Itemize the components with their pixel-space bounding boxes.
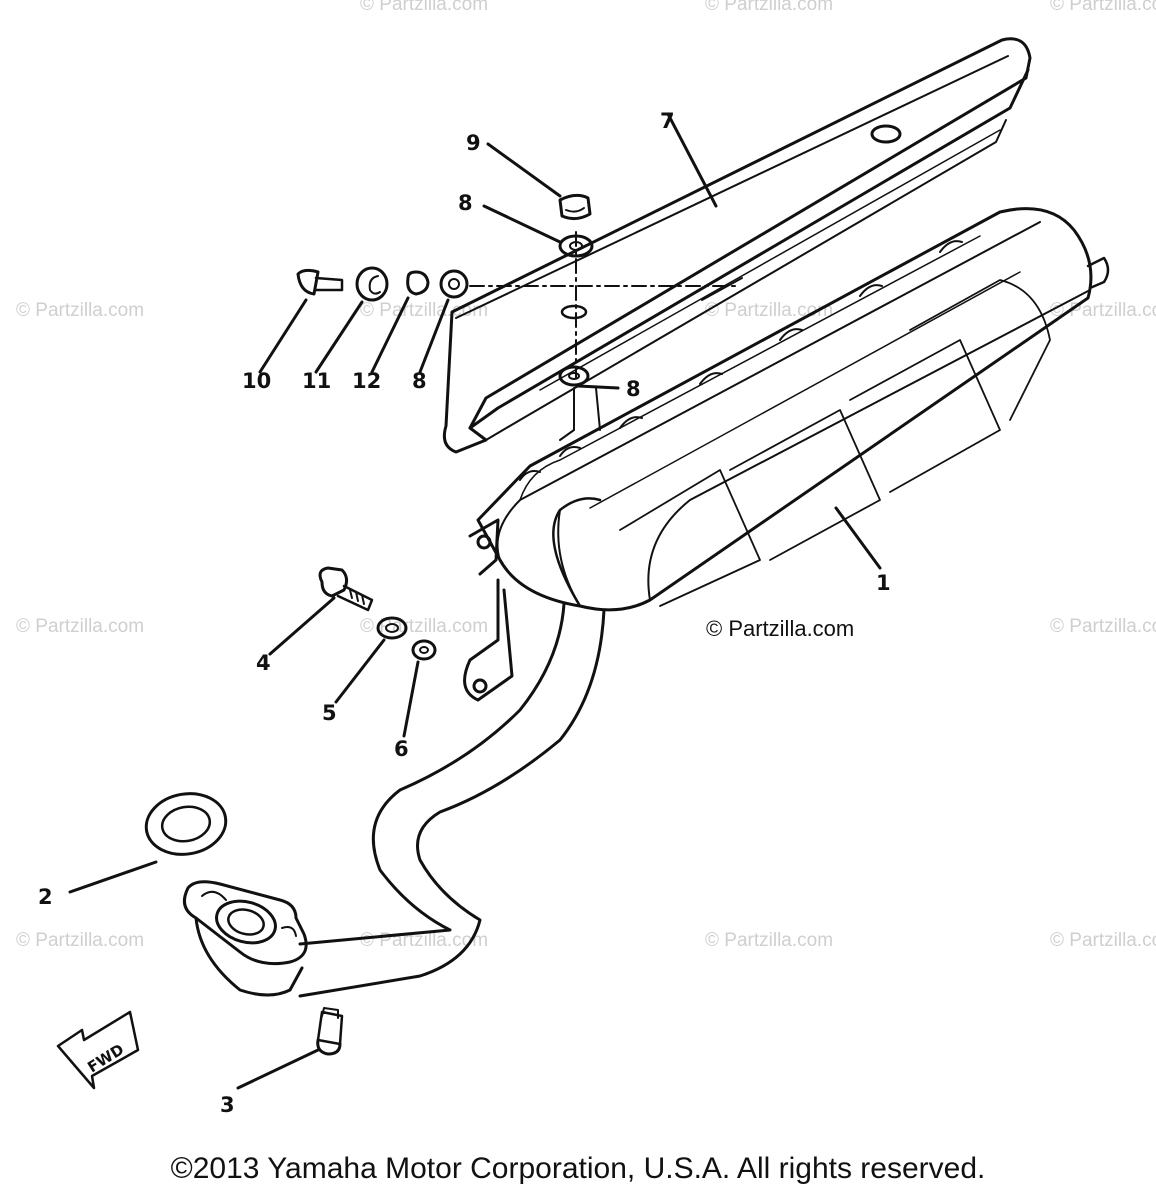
callout-labels: 1 2 3 4 5 6 7 8 8 9 10 11 12 8 <box>38 109 891 1117</box>
callout-8-side: 8 <box>412 369 427 393</box>
part-10-bolt <box>296 268 344 296</box>
part-8-washer-side <box>439 269 469 299</box>
part-12-spacer <box>406 270 430 296</box>
part-3-bolt <box>316 1007 344 1056</box>
part-8-washer-lower <box>558 365 590 387</box>
callout-1: 1 <box>876 571 891 595</box>
exhaust-flange <box>182 880 308 997</box>
callout-6: 6 <box>394 737 409 761</box>
watermark: © Partzilla.com <box>360 300 489 321</box>
callout-9: 9 <box>466 131 481 155</box>
callout-7: 7 <box>660 109 675 133</box>
watermark: © Partzilla.com <box>16 930 145 951</box>
fwd-arrow-icon: FWD <box>56 1010 140 1090</box>
callout-11: 11 <box>302 369 331 393</box>
watermark: © Partzilla.com <box>1050 930 1156 951</box>
watermark: © Partzilla.com <box>1050 0 1156 15</box>
copyright-notice: ©2013 Yamaha Motor Corporation, U.S.A. A… <box>170 1152 986 1185</box>
watermark: © Partzilla.com <box>16 300 145 321</box>
part-9-bolt <box>558 193 592 221</box>
watermark: © Partzilla.com <box>1050 616 1156 637</box>
watermark: © Partzilla.com <box>16 616 145 637</box>
callout-3: 3 <box>220 1093 235 1117</box>
callout-10: 10 <box>242 369 271 393</box>
callout-5: 5 <box>322 701 337 725</box>
leader-lines <box>68 112 882 1090</box>
callout-8-top: 8 <box>458 191 473 215</box>
exhaust-pipe <box>298 602 606 998</box>
watermark: © Partzilla.com <box>705 0 834 15</box>
part-6-washer <box>411 639 437 661</box>
watermark: © Partzilla.com <box>705 930 834 951</box>
part-7-protector <box>442 37 1032 454</box>
part-11-collar <box>355 266 389 302</box>
callout-4: 4 <box>256 651 271 675</box>
part-5-washer <box>376 616 408 640</box>
callout-12: 12 <box>352 369 381 393</box>
callout-8-lower: 8 <box>626 377 641 401</box>
part-4-bolt <box>318 566 374 612</box>
watermark: © Partzilla.com <box>360 0 489 15</box>
watermark: © Partzilla.com <box>705 300 834 321</box>
part-2-gasket <box>144 792 228 856</box>
part-1-muffler <box>463 207 1110 702</box>
watermark-strong: © Partzilla.com <box>706 616 855 641</box>
callout-2: 2 <box>38 885 53 909</box>
